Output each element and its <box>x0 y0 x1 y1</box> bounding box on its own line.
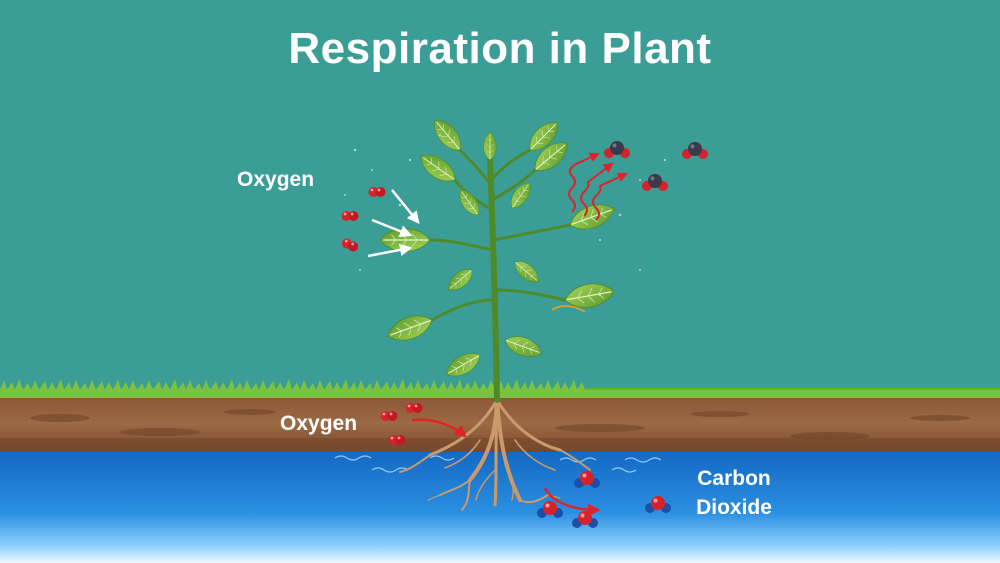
soil-dark-band <box>0 438 1000 452</box>
sparkles <box>344 134 667 296</box>
soil-oxygen-arrow-icon <box>411 418 467 438</box>
wavy-arrow-icon <box>580 162 614 217</box>
wavy-arrow-icon <box>568 152 600 213</box>
arrow-icon <box>391 189 420 224</box>
plant-leaves <box>378 113 620 383</box>
grass-blades <box>0 379 1000 398</box>
plant-branches <box>428 148 572 322</box>
soil-texture <box>30 409 970 440</box>
carbon-dioxide-label-line2: Dioxide <box>696 496 772 519</box>
oxygen-molecule-icon <box>380 411 398 421</box>
wavy-arrow-icon <box>592 172 628 221</box>
oxygen-molecule-icon <box>341 211 359 221</box>
arrow-icon <box>367 243 413 258</box>
carbon-dioxide-molecule-icon <box>642 174 668 191</box>
oxygen-soil-label: Oxygen <box>280 412 358 435</box>
oxygen-molecule-icon <box>405 403 423 413</box>
carbon-dioxide-molecule-icon <box>604 141 630 158</box>
oxygen-air-label: Oxygen <box>237 168 315 191</box>
carbon-dioxide-label: Carbon Dioxide <box>684 464 784 522</box>
small-curl-arrow-icon <box>551 305 586 313</box>
water-layer <box>0 451 1000 563</box>
arrow-icon <box>371 218 413 238</box>
oxygen-inflow-arrows <box>367 189 420 258</box>
water-co2-arrow-icon <box>543 487 601 517</box>
oxygen-molecule-icon <box>388 435 406 445</box>
carbon-dioxide-label-line1: Carbon <box>697 467 771 490</box>
co2-outflow-arrows <box>568 152 628 221</box>
oxygen-molecule-icon <box>368 187 386 197</box>
oxygen-molecule-icon <box>340 236 360 254</box>
water-ripples <box>334 455 662 473</box>
page-title: Respiration in Plant <box>288 24 712 73</box>
plant-stem <box>487 157 500 403</box>
carbon-dioxide-molecule-icon <box>682 142 708 159</box>
